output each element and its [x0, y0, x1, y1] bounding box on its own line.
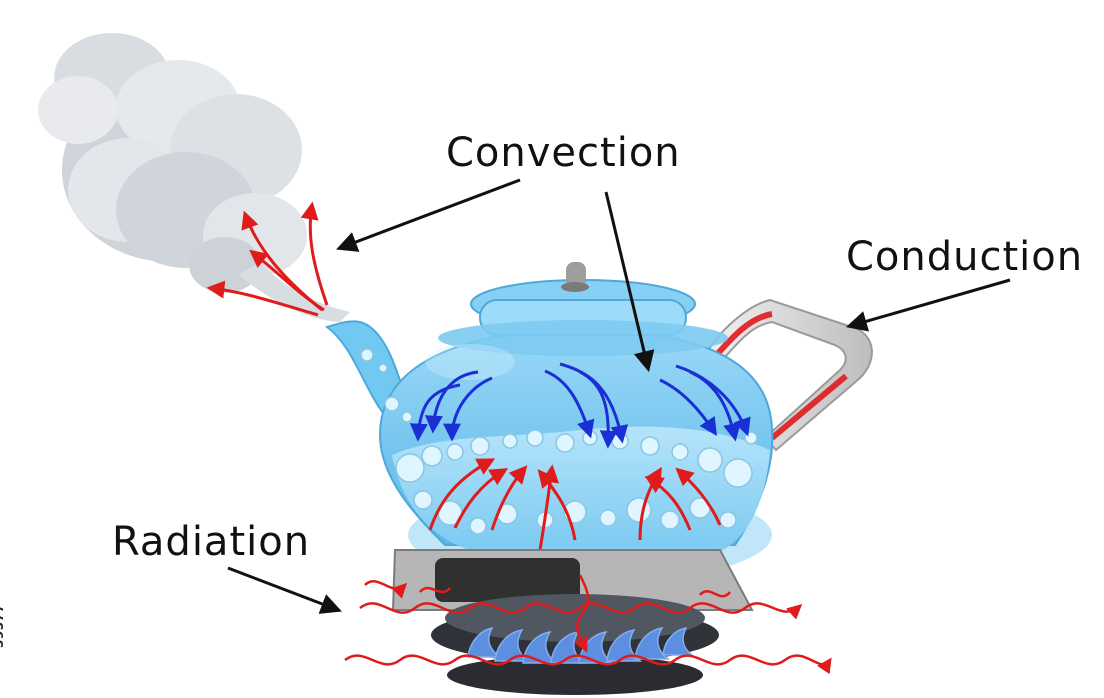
conduction-label: Conduction [846, 234, 1083, 280]
steam-icon [38, 33, 350, 322]
kettle-icon [380, 262, 772, 583]
radiation-label: Radiation [112, 519, 310, 565]
convection-label: Convection [446, 130, 681, 176]
side-id-text: 59577 [0, 578, 4, 648]
stove-burner [393, 550, 752, 695]
